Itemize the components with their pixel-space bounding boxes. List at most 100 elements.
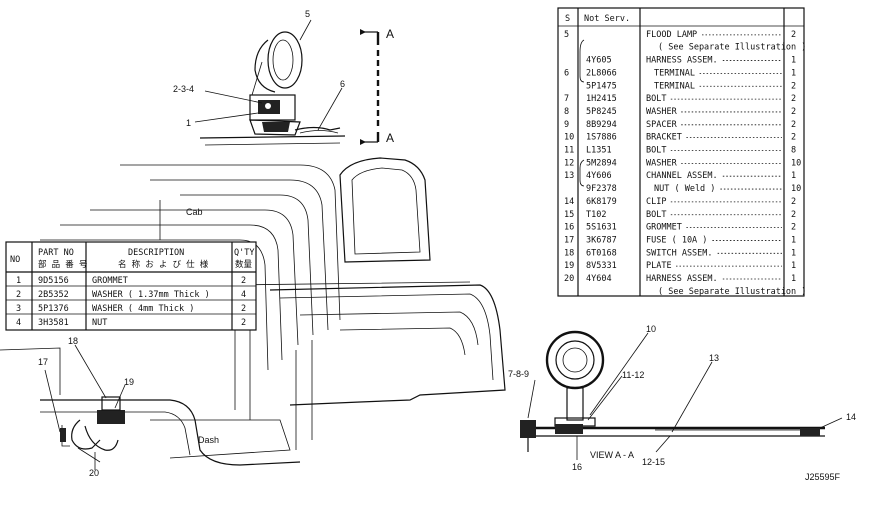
right-row-no: 5	[564, 30, 569, 40]
right-row-part: 1S7886	[586, 133, 617, 143]
view-a-a-label: VIEW A - A	[590, 450, 634, 460]
callout-20: 20	[89, 468, 99, 478]
left-row-no: 1	[16, 276, 21, 286]
right-row-qty: 1	[791, 171, 796, 181]
right-row-no: 19	[564, 261, 574, 271]
right-row-no: 9	[564, 120, 569, 130]
right-row-desc: SPACER	[646, 120, 678, 130]
left-header-qty: Q'TY	[234, 248, 254, 258]
left-row-part: 5P1376	[38, 304, 69, 314]
right-row-no: 12	[564, 158, 574, 168]
callout-14: 14	[846, 412, 856, 422]
view-a-a-detail	[520, 330, 843, 460]
right-row-desc: BOLT	[646, 146, 666, 156]
right-row-qty: 2	[791, 107, 796, 117]
left-header-qty-jp: 数量	[235, 259, 253, 270]
left-row-no: 2	[16, 290, 21, 300]
right-row-qty: 8	[791, 146, 796, 156]
right-row-no: 10	[564, 133, 574, 143]
left-header-description-jp: 名 称 お よ び 仕 様	[118, 259, 209, 270]
callout-2-3-4: 2-3-4	[173, 84, 194, 94]
right-row-part: 2L8066	[586, 68, 617, 78]
right-row-desc: PLATE	[646, 261, 672, 271]
callout-18: 18	[68, 336, 78, 346]
right-row-part: 3K6787	[586, 235, 617, 245]
right-row-desc: WASHER	[646, 158, 678, 168]
right-row-desc: ( See Separate Illustration )	[658, 43, 806, 53]
right-row-qty: 1	[791, 235, 796, 245]
right-row-no: 18	[564, 248, 574, 258]
right-row-no: 13	[564, 171, 574, 181]
left-header-no: NO	[10, 255, 20, 265]
right-row-no: 6	[564, 68, 569, 78]
right-row-desc: ( See Separate Illustration )	[658, 287, 806, 297]
right-row-qty: 2	[791, 197, 796, 207]
right-row-desc: BOLT	[646, 210, 666, 220]
right-row-qty: 1	[791, 261, 796, 271]
left-row-qty: 2	[241, 318, 246, 328]
callout-13: 13	[709, 353, 719, 363]
left-header-part-no: PART NO	[38, 248, 74, 258]
left-header-description: DESCRIPTION	[128, 248, 184, 258]
dash-label: Dash	[198, 435, 219, 445]
callout-1: 1	[186, 118, 191, 128]
right-row-part: 5S1631	[586, 223, 617, 233]
right-row-part: 5P1475	[586, 81, 617, 91]
right-row-part: 8V5331	[586, 261, 617, 271]
left-row-part: 2B5352	[38, 290, 69, 300]
right-row-qty: 1	[791, 274, 796, 284]
right-row-no: 7	[564, 94, 569, 104]
right-row-qty: 2	[791, 210, 796, 220]
right-row-desc: HARNESS ASSEM.	[646, 56, 718, 66]
right-row-desc: TERMINAL	[654, 81, 695, 91]
right-row-qty: 1	[791, 56, 796, 66]
callout-7-8-9: 7-8-9	[508, 369, 529, 379]
flood-lamp-top-view	[194, 19, 380, 146]
right-header-part: Not Serv.	[584, 14, 630, 24]
right-row-qty: 2	[791, 81, 796, 91]
callout-19: 19	[124, 377, 134, 387]
right-row-part: 6K8179	[586, 197, 617, 207]
callout-6: 6	[340, 79, 345, 89]
left-row-desc: WASHER ( 4mm Thick )	[92, 304, 194, 314]
right-row-part: 9F2378	[586, 184, 617, 194]
left-row-qty: 4	[241, 290, 246, 300]
callout-11-12: 11-12	[622, 370, 644, 380]
right-row-desc: CHANNEL ASSEM.	[646, 171, 718, 181]
right-row-desc: GROMMET	[646, 223, 682, 233]
left-row-part: 3H3581	[38, 318, 69, 328]
section-a-top: A	[386, 27, 394, 41]
right-row-part: 4Y604	[586, 274, 612, 284]
right-row-part: 8B9294	[586, 120, 617, 130]
right-row-part: 4Y606	[586, 171, 612, 181]
left-header-part-no-jp: 部 品 番 号	[38, 259, 87, 270]
callout-17: 17	[38, 357, 48, 367]
left-row-desc: GROMMET	[92, 276, 128, 286]
right-row-desc: BRACKET	[646, 133, 682, 143]
right-row-part: T102	[586, 210, 606, 220]
right-row-no: 16	[564, 223, 574, 233]
right-row-qty: 10	[791, 158, 801, 168]
right-row-desc: BOLT	[646, 94, 666, 104]
right-row-desc: CLIP	[646, 197, 666, 207]
left-row-part: 9D5156	[38, 276, 69, 286]
right-row-no: 11	[564, 146, 574, 156]
right-row-qty: 1	[791, 68, 796, 78]
right-row-desc: FUSE ( 10A )	[646, 235, 707, 245]
left-row-no: 4	[16, 318, 21, 328]
right-row-part: 5M2894	[586, 158, 617, 168]
right-row-desc: WASHER	[646, 107, 678, 117]
right-row-qty: 2	[791, 223, 796, 233]
left-row-qty: 2	[241, 276, 246, 286]
right-row-desc: HARNESS ASSEM.	[646, 274, 718, 284]
right-row-part: 4Y605	[586, 56, 612, 66]
cab-outline	[0, 157, 506, 466]
section-a-bottom: A	[386, 131, 394, 145]
cab-label: Cab	[186, 207, 203, 217]
drawing-reference: J25595F	[805, 472, 841, 482]
right-row-desc: NUT ( Weld )	[654, 184, 715, 194]
right-row-no: 20	[564, 274, 574, 284]
right-row-qty: 10	[791, 184, 801, 194]
